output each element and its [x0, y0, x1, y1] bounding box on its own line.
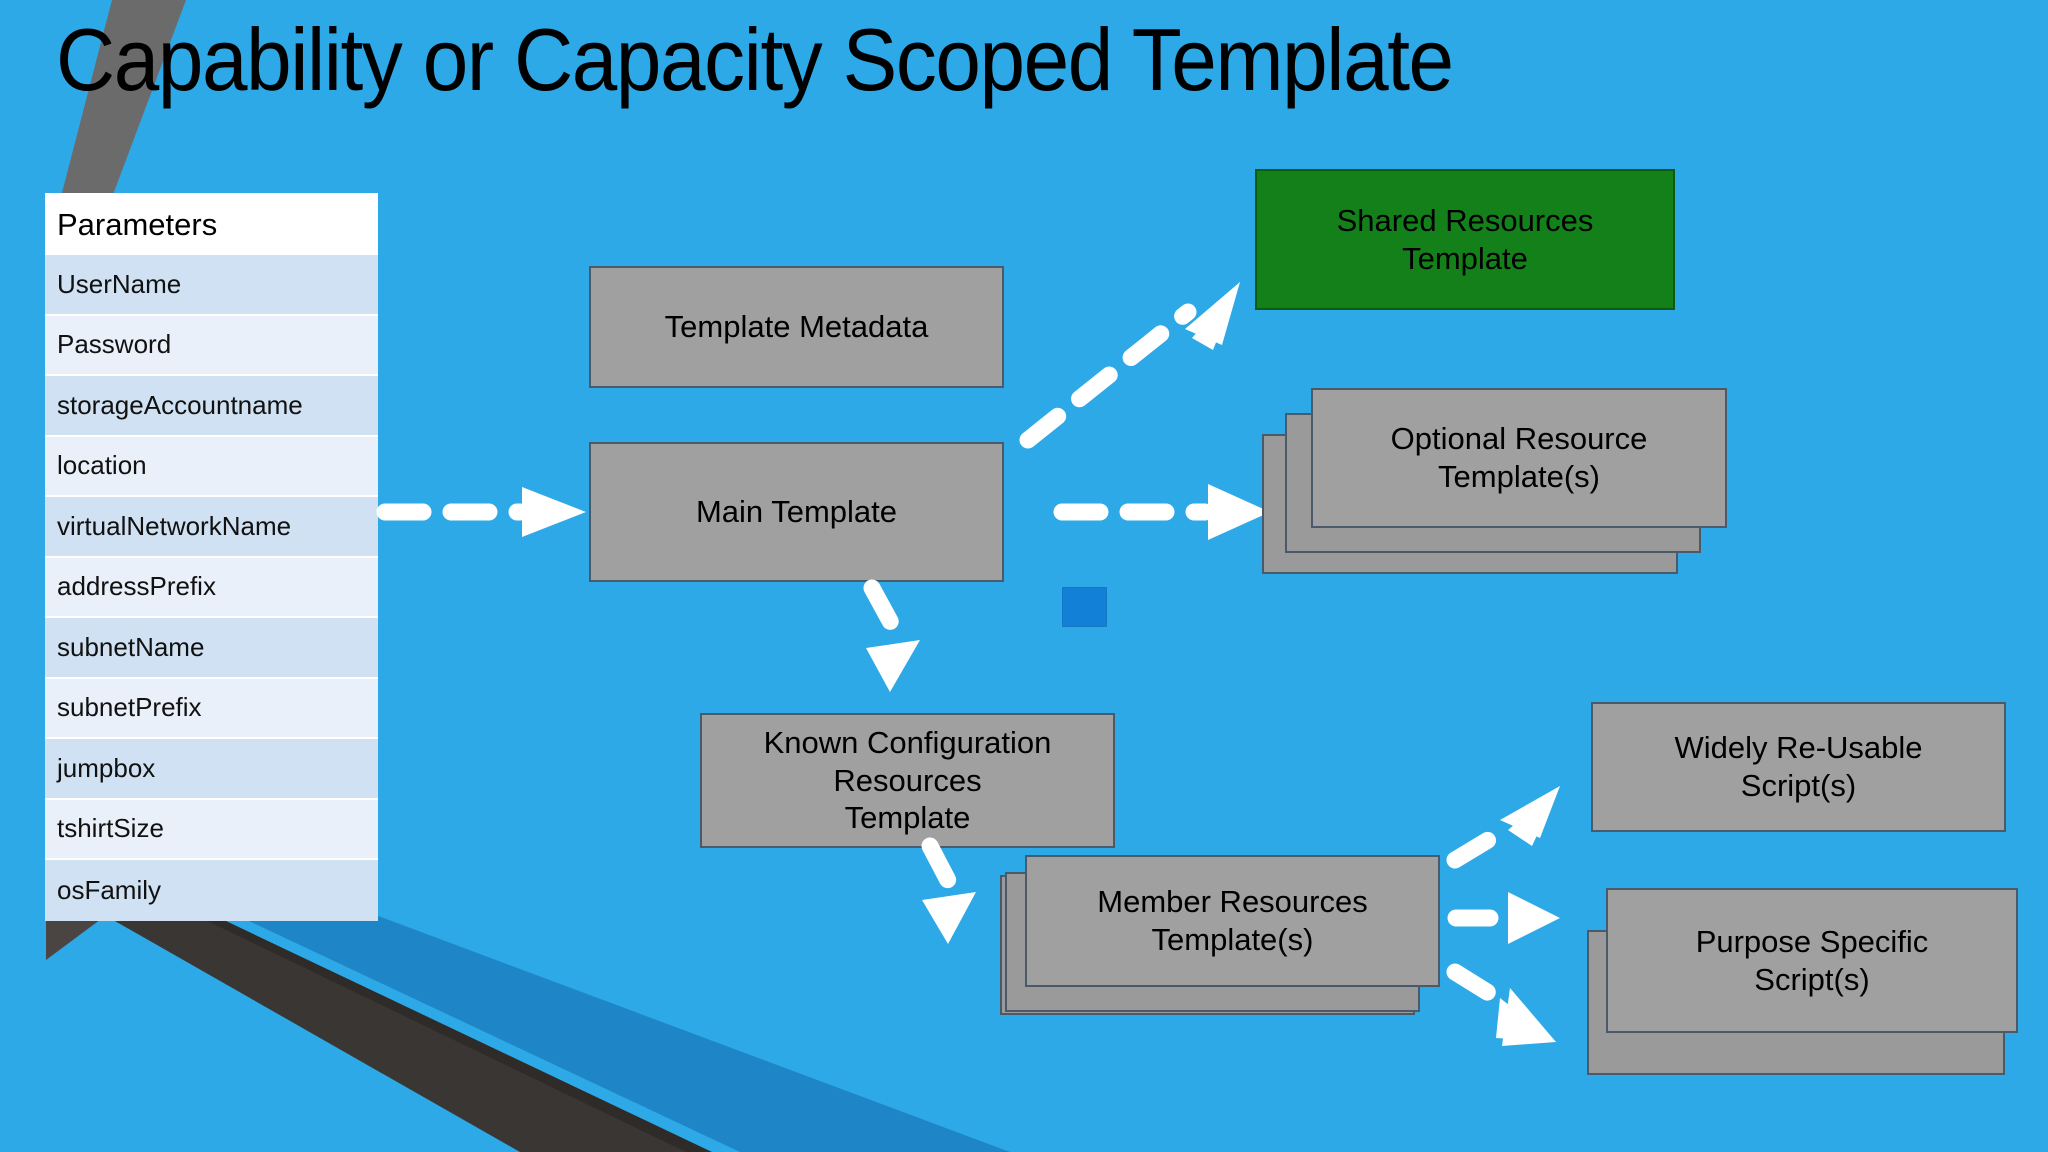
node-widely-reusable-scripts[interactable]: Widely Re-Usable Script(s) [1591, 702, 2006, 832]
parameters-table: Parameters UserName Password storageAcco… [45, 193, 378, 921]
table-row[interactable]: jumpbox [45, 739, 378, 800]
table-row[interactable]: UserName [45, 255, 378, 316]
widely-reusable-line-2: Script(s) [1740, 768, 1857, 803]
shared-resources-line-2: Template [1402, 240, 1528, 276]
optional-resource-line-2: Template(s) [1438, 459, 1600, 494]
table-row[interactable]: location [45, 436, 378, 497]
parameters-table-header: Parameters [45, 193, 378, 255]
node-shared-resources-template[interactable]: Shared Resources Template [1255, 169, 1675, 310]
node-purpose-specific-scripts[interactable]: Purpose Specific Script(s) [1606, 888, 2018, 1033]
node-member-resources-template[interactable]: Member Resources Template(s) [1025, 855, 1440, 987]
table-row[interactable]: tshirtSize [45, 799, 378, 860]
table-row[interactable]: subnetName [45, 618, 378, 679]
known-config-line-1: Known Configuration [763, 724, 1052, 760]
table-row[interactable]: osFamily [45, 860, 378, 921]
table-row[interactable]: storageAccountname [45, 376, 378, 437]
widely-reusable-line-1: Widely Re-Usable [1674, 730, 1923, 766]
known-config-line-3: Template [844, 800, 971, 836]
table-row[interactable]: addressPrefix [45, 557, 378, 618]
page-title: Capability or Capacity Scoped Template [56, 10, 1454, 109]
member-resources-line-2: Template(s) [1151, 922, 1314, 957]
blue-square-marker [1062, 587, 1107, 627]
known-config-line-2: Resources [833, 762, 982, 798]
table-row[interactable]: Password [45, 315, 378, 376]
node-optional-resource-template[interactable]: Optional Resource Template(s) [1311, 388, 1727, 528]
purpose-specific-line-2: Script(s) [1754, 961, 1870, 997]
table-row[interactable]: subnetPrefix [45, 678, 378, 739]
purpose-specific-line-1: Purpose Specific [1695, 923, 1929, 959]
node-main-template[interactable]: Main Template [589, 442, 1004, 582]
node-known-configuration-resources-template[interactable]: Known Configuration Resources Template [700, 713, 1115, 848]
node-template-metadata[interactable]: Template Metadata [589, 266, 1004, 388]
optional-resource-line-1: Optional Resource [1390, 421, 1648, 457]
shared-resources-line-1: Shared Resources [1336, 202, 1594, 238]
table-row[interactable]: virtualNetworkName [45, 497, 378, 558]
member-resources-line-1: Member Resources [1097, 884, 1368, 920]
